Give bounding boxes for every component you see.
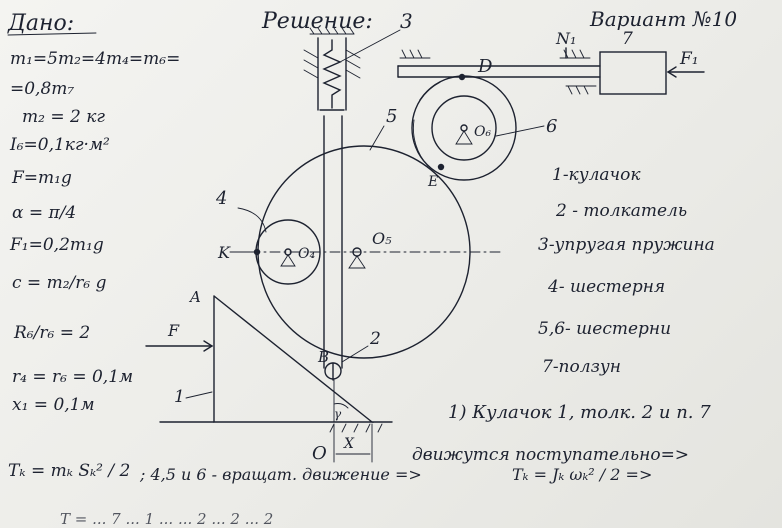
legend-item-2: 2 - толкатель bbox=[555, 201, 687, 221]
slider-7 bbox=[599, 51, 667, 95]
given-title-underline bbox=[7, 32, 97, 36]
label-5: 5 bbox=[386, 106, 397, 127]
legend-item-3: 3-упругая пружина bbox=[538, 235, 715, 255]
rack-guides bbox=[399, 49, 597, 95]
label-7: 7 bbox=[622, 29, 633, 49]
label-K: K bbox=[217, 243, 231, 262]
given-line-3: m₂ = 2 кг bbox=[22, 107, 105, 127]
leader-5 bbox=[369, 125, 385, 151]
pivot-O6 bbox=[460, 124, 468, 132]
given-line-8: c = m₂/r₆ g bbox=[12, 273, 107, 293]
formula-kinetic-rotation: Tₖ = Jₖ ωₖ² / 2 => bbox=[512, 465, 652, 484]
support-O5 bbox=[348, 255, 366, 269]
point-K bbox=[253, 248, 261, 256]
given-title: Дано: bbox=[7, 11, 74, 36]
legend-item-6: 7-ползун bbox=[542, 357, 621, 377]
given-line-4: I₆=0,1кг·м² bbox=[9, 135, 110, 155]
label-1: 1 bbox=[174, 387, 185, 407]
given-line-6: α = π/4 bbox=[12, 203, 76, 223]
support-O6 bbox=[455, 130, 473, 145]
support-O4 bbox=[280, 254, 296, 267]
point-D bbox=[458, 73, 466, 81]
label-O5: O₅ bbox=[372, 229, 392, 248]
spring-housing bbox=[303, 27, 361, 111]
given-line-2: =0,8m₇ bbox=[10, 79, 74, 99]
cam-1 bbox=[213, 295, 375, 423]
leader-3 bbox=[339, 29, 401, 63]
label-A: A bbox=[188, 288, 201, 306]
gear-6-inner bbox=[431, 95, 497, 161]
given-line-11: x₁ = 0,1м bbox=[12, 395, 95, 415]
given-line-9: R₆/r₆ = 2 bbox=[13, 323, 90, 343]
note-line-2: движутся поступательно=> bbox=[412, 445, 689, 465]
gear-6-rotation-arc bbox=[419, 81, 441, 101]
angle-arc bbox=[333, 403, 349, 409]
force-F-arrowhead bbox=[203, 340, 214, 352]
legend-item-5: 5,6- шестерни bbox=[538, 319, 671, 339]
spring-3 bbox=[322, 39, 342, 109]
label-O: O bbox=[312, 443, 327, 464]
label-E: E bbox=[427, 174, 438, 190]
point-E bbox=[437, 163, 445, 171]
label-6: 6 bbox=[546, 116, 557, 137]
ground-hatch bbox=[329, 423, 383, 433]
label-B: B bbox=[317, 348, 329, 366]
variant-heading: Вариант №10 bbox=[589, 7, 737, 31]
label-N1: N₁ bbox=[555, 29, 576, 48]
legend-item-4: 4- шестерня bbox=[547, 277, 665, 297]
gear-6-outer bbox=[411, 75, 517, 181]
label-O4: O₄ bbox=[298, 246, 315, 262]
legend-item-1: 1-кулачок bbox=[552, 165, 641, 185]
label-O6: O₆ bbox=[474, 124, 491, 140]
label-F1: F₁ bbox=[679, 49, 699, 69]
gear-6-arc-2 bbox=[412, 119, 429, 167]
given-line-1: m₁=5m₂=4m₄=m₆= bbox=[10, 49, 180, 69]
force-F1-arrowhead bbox=[666, 66, 677, 78]
label-4: 4 bbox=[215, 188, 227, 209]
note-line-1: 1) Кулачок 1, толк. 2 и п. 7 bbox=[448, 402, 711, 423]
label-F: F bbox=[167, 321, 180, 340]
note-line-3: ; 4,5 и 6 - вращат. движение => bbox=[139, 465, 422, 484]
leader-4 bbox=[237, 207, 267, 233]
leader-1 bbox=[185, 391, 213, 399]
label-3: 3 bbox=[400, 9, 413, 33]
given-line-5: F=m₁g bbox=[11, 168, 72, 188]
label-D: D bbox=[477, 56, 493, 77]
label-X: X bbox=[343, 436, 355, 452]
solution-heading: Решение: bbox=[261, 9, 373, 34]
leader-2 bbox=[341, 345, 369, 363]
cutoff-line: T = ... 7 ... 1 ... ... 2 ... 2 ... 2 bbox=[60, 510, 273, 528]
label-2: 2 bbox=[369, 329, 381, 349]
formula-kinetic-translation: Tₖ = mₖ Sₖ² / 2 bbox=[8, 461, 130, 481]
leader-6 bbox=[495, 125, 545, 137]
label-gamma: γ bbox=[334, 407, 342, 421]
given-line-10: r₄ = r₆ = 0,1м bbox=[12, 367, 133, 387]
given-line-7: F₁=0,2m₁g bbox=[9, 235, 104, 255]
